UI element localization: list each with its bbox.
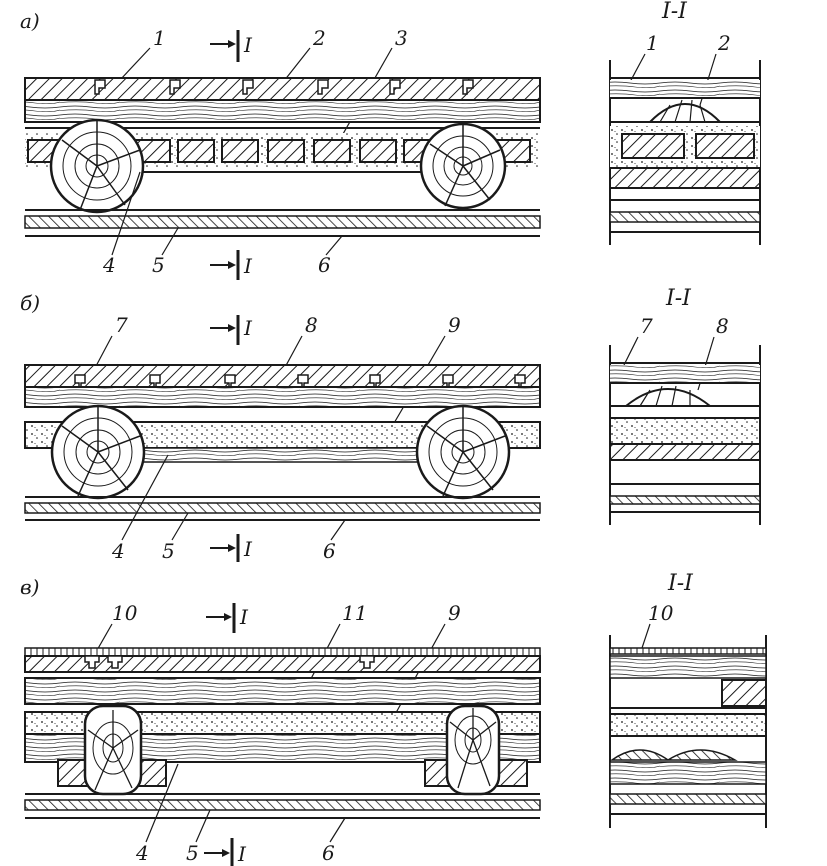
callout-7: 7 — [115, 313, 128, 337]
panel-a-cut-top-label: I — [243, 33, 253, 57]
panel-c-log-right — [445, 704, 501, 796]
panel-c-section: I-I 10 — [609, 571, 767, 828]
callout-9: 9 — [448, 313, 461, 337]
callout-c-9: 9 — [448, 601, 461, 625]
callout-c-4: 4 — [135, 841, 149, 865]
panel-b-section: I-I 7 8 — [609, 286, 761, 525]
panel-c-section-title: I-I — [667, 571, 694, 596]
panel-c-cut-top-label: I — [239, 605, 249, 629]
callout-11: 11 — [342, 601, 367, 625]
panel-c-cut-bottom: I — [204, 838, 247, 866]
section-a-callout-1: 1 — [646, 31, 659, 55]
callout-b-5: 5 — [162, 539, 175, 563]
callout-6: 6 — [318, 253, 331, 277]
panel-b-cut-bottom-label: I — [243, 537, 253, 561]
panel-b-log-right — [415, 404, 511, 500]
callout-1: 1 — [153, 26, 166, 50]
callout-b-6: 6 — [323, 539, 336, 563]
callout-3: 3 — [395, 26, 408, 50]
panel-b: б) I 7 8 9 — [20, 286, 761, 563]
section-b-callout-7: 7 — [640, 314, 653, 338]
callout-b-4: 4 — [111, 539, 125, 563]
panel-b-log-left — [50, 404, 146, 500]
panel-b-cut-top: I — [210, 315, 253, 345]
callout-10: 10 — [112, 601, 138, 625]
panel-a-log-right — [419, 122, 507, 210]
callout-5: 5 — [152, 253, 165, 277]
panel-a-cut-bottom: I — [210, 250, 253, 280]
callout-8: 8 — [305, 313, 318, 337]
panel-c-log-left — [83, 704, 143, 796]
panel-c: в) I 10 11 9 — [20, 571, 767, 866]
section-c-callout-10: 10 — [648, 601, 674, 625]
callout-4: 4 — [102, 253, 116, 277]
panel-a-cut-top: I — [210, 30, 253, 62]
section-a-callout-2: 2 — [717, 31, 731, 55]
panel-b-cut-top-label: I — [243, 316, 253, 340]
panel-c-letter: в) — [20, 575, 39, 599]
panel-a: а) I 1 2 3 — [20, 0, 761, 280]
panel-c-cut-bottom-label: I — [237, 842, 247, 866]
panel-b-letter: б) — [20, 291, 40, 315]
panel-a-letter: а) — [20, 9, 40, 33]
panel-a-section-title: I-I — [661, 0, 688, 24]
panel-b-section-title: I-I — [665, 286, 692, 311]
panel-a-cut-bottom-label: I — [243, 254, 253, 278]
panel-a-log-left — [49, 118, 145, 214]
callout-2: 2 — [312, 26, 326, 50]
callout-c-6: 6 — [322, 841, 335, 865]
panel-b-cut-bottom: I — [210, 534, 253, 562]
panel-a-section: I-I 1 2 — [609, 0, 761, 245]
callout-c-5: 5 — [186, 841, 199, 865]
panel-c-cut-top: I — [206, 603, 249, 633]
section-b-callout-8: 8 — [716, 314, 729, 338]
